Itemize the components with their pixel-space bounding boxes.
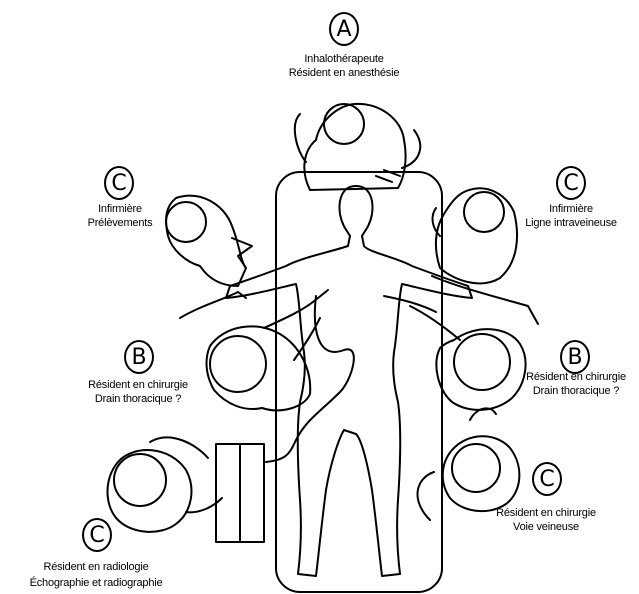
role-label-line1: Infirmière [531,202,611,216]
person-b-surgeon-right [384,296,526,410]
person-c-radiology [108,437,223,531]
role-label-line2: Drain thoracique ? [76,392,200,406]
role-label-line2: Ligne intraveineuse [521,216,621,230]
person-b-surgeon-left [207,290,328,410]
role-label-line1: Résident en chirurgie [76,378,200,392]
role-letter-badge: C [556,166,586,200]
role-letter-badge: C [532,462,562,496]
role-letter-badge: B [560,340,590,374]
person-a-anesthesia [295,104,420,190]
person-c-nurse-right [432,188,538,324]
role-label-line1: Infirmière [80,202,160,216]
role-label-line2: Échographie et radiographie [10,576,182,590]
person-c-nurse-left [166,196,252,318]
role-label-line1: Inhalothérapeute [294,52,394,66]
role-letter-badge: B [124,340,154,374]
role-letter-badge: C [82,518,112,552]
role-label-line2: Voie veineuse [484,520,608,534]
role-label-line2: Prélèvements [70,216,170,230]
role-letter-badge: C [104,166,134,200]
role-label-line1: Résident en chirurgie [514,370,638,384]
role-label-line1: Résident en radiologie [30,560,162,574]
ultrasound-machine [216,444,264,542]
role-letter-badge: A [329,12,359,46]
role-label-line2: Résident en anesthésie [284,66,404,80]
role-label-line1: Résident en chirurgie [484,506,608,520]
person-c-surgeon-right [418,408,520,520]
role-label-line2: Drain thoracique ? [514,384,638,398]
